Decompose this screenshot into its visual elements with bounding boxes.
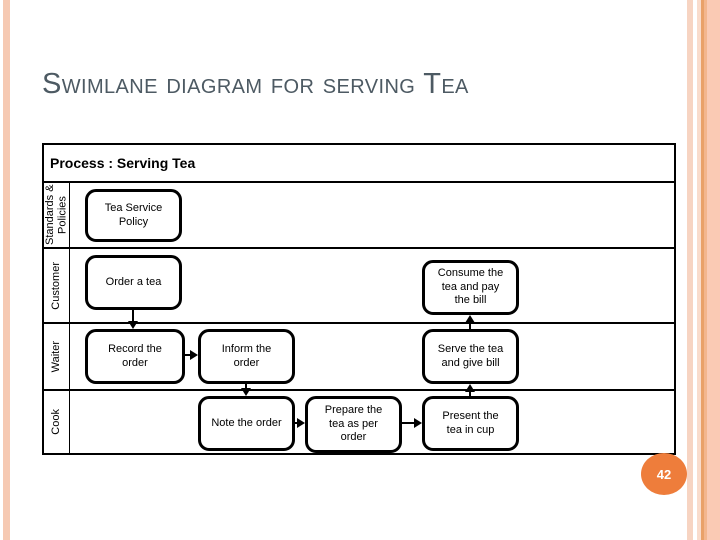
swimlane-diagram: Process : Serving Tea Standards & Polici… xyxy=(42,143,676,455)
flow-box-prepare-tea-as-per-order: Prepare the tea as per order xyxy=(305,396,402,453)
lane-label-text: Customer xyxy=(50,261,63,310)
arrow-right-icon xyxy=(297,418,305,428)
flow-box-order-a-tea: Order a tea xyxy=(85,255,182,310)
label-column-divider xyxy=(69,181,70,453)
arrow-up-icon xyxy=(465,384,475,392)
arrow-right-icon xyxy=(190,350,198,360)
right-accent-stripe-3 xyxy=(701,0,704,540)
right-accent-stripe-4 xyxy=(704,0,707,540)
slide-title: Swimlane diagram for serving Tea xyxy=(42,68,469,100)
lane-divider-2 xyxy=(44,322,674,324)
left-accent-stripe xyxy=(3,0,10,540)
flow-box-consume-tea-pay-bill: Consume the tea and pay the bill xyxy=(422,260,519,315)
flow-box-record-the-order: Record the order xyxy=(85,329,185,384)
lane-label-standards-policies: Standards & Policies xyxy=(44,183,69,247)
flow-box-present-tea-in-cup: Present the tea in cup xyxy=(422,396,519,451)
connector-inform-to-note xyxy=(245,384,247,389)
process-header: Process : Serving Tea xyxy=(50,155,196,171)
flow-box-serve-tea-give-bill: Serve the tea and give bill xyxy=(422,329,519,384)
right-accent-stripe-5 xyxy=(707,0,720,540)
lane-label-cook: Cook xyxy=(44,391,69,453)
lane-label-waiter: Waiter xyxy=(44,324,69,389)
lane-label-text: Cook xyxy=(50,409,63,435)
connector-serve-to-consume xyxy=(469,322,471,329)
flow-box-tea-service-policy: Tea Service Policy xyxy=(85,189,182,242)
lane-divider-header xyxy=(44,181,674,183)
lane-label-customer: Customer xyxy=(44,249,69,322)
connector-note-to-prepare xyxy=(295,422,298,424)
right-accent-stripe-2 xyxy=(697,0,701,540)
connector-present-to-serve xyxy=(469,391,471,396)
arrow-down-icon xyxy=(128,321,138,329)
page-number-badge: 42 xyxy=(641,453,687,495)
connector-order-to-record xyxy=(132,310,134,322)
connector-record-to-inform xyxy=(185,354,191,356)
flow-box-inform-the-order: Inform the order xyxy=(198,329,295,384)
lane-label-text: Standards & Policies xyxy=(43,184,69,246)
lane-divider-3 xyxy=(44,389,674,391)
connector-prepare-to-present xyxy=(402,422,414,424)
lane-label-text: Waiter xyxy=(50,340,63,373)
arrow-right-icon xyxy=(414,418,422,428)
flow-box-note-the-order: Note the order xyxy=(198,396,295,451)
arrow-up-icon xyxy=(465,315,475,323)
arrow-down-icon xyxy=(241,388,251,396)
right-accent-stripe-1 xyxy=(687,0,693,540)
lane-divider-1 xyxy=(44,247,674,249)
